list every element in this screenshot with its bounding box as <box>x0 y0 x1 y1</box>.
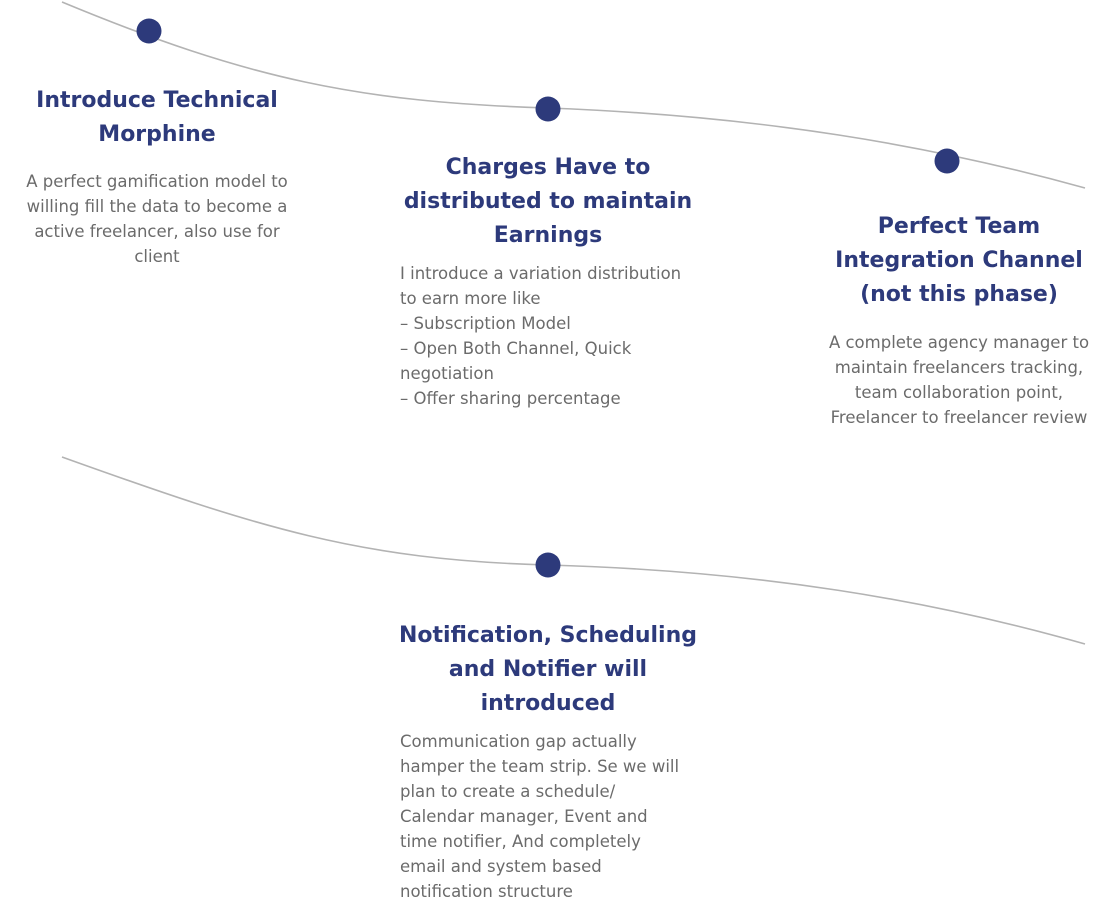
milestone-title: Introduce Technical Morphine <box>36 88 278 147</box>
milestone-description: Communication gap actually hamper the te… <box>400 732 680 901</box>
milestone-description: A perfect gamification model to willing … <box>26 172 288 266</box>
milestone-description: A complete agency manager to maintain fr… <box>828 333 1090 427</box>
milestone-node-3 <box>934 148 960 174</box>
milestone-title: Perfect Team Integration Channel (not th… <box>835 214 1083 307</box>
milestone-node-4 <box>535 552 561 578</box>
milestone-title: Charges Have to distributed to maintain … <box>403 155 693 248</box>
roadmap-line-bottom <box>61 456 1086 645</box>
milestone-node-2 <box>535 96 561 122</box>
milestone-technical-morphine: Introduce Technical Morphine A perfect g… <box>10 84 304 269</box>
milestone-charges-distribution: Charges Have to distributed to maintain … <box>390 151 706 411</box>
milestone-node-1 <box>136 18 162 44</box>
milestone-notification-scheduling: Notification, Scheduling and Notifier wi… <box>390 619 706 904</box>
milestone-title: Notification, Scheduling and Notifier wi… <box>399 623 697 716</box>
milestone-description: I introduce a variation distribution to … <box>400 264 682 408</box>
milestone-team-integration: Perfect Team Integration Channel (not th… <box>810 210 1108 430</box>
